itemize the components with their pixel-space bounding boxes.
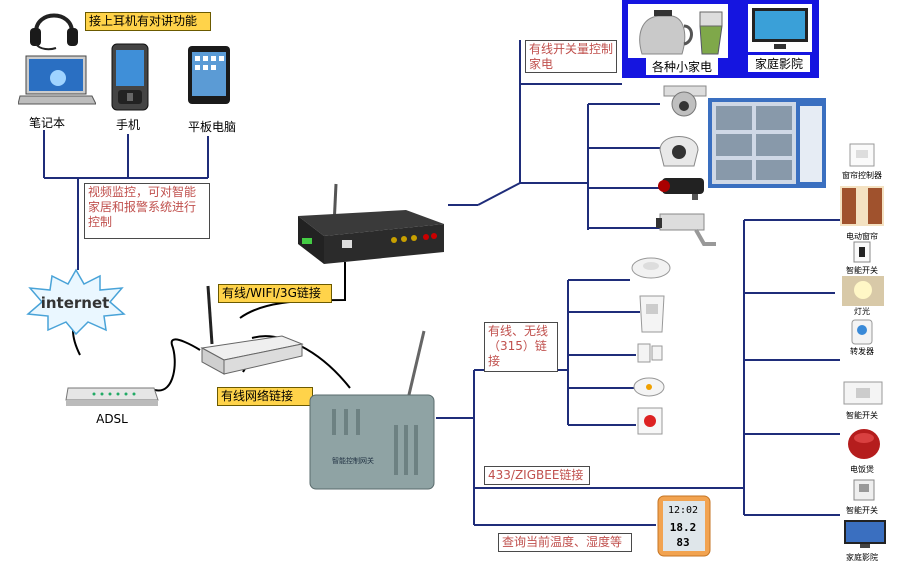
right-item-2: 智能开关: [846, 266, 878, 275]
right-item-6: 电饭煲: [850, 465, 874, 474]
headset-label: 接上耳机有对讲功能: [85, 12, 211, 31]
box-camera-icon: [656, 213, 716, 246]
dome-camera-icon: [663, 85, 707, 117]
smart-switch-3-icon: [853, 479, 875, 501]
thermo-time: 12:02: [667, 505, 699, 516]
home-theater-label: 家庭影院: [748, 55, 810, 72]
smart-switch-icon: [853, 241, 871, 263]
internet-cloud-icon: [26, 268, 126, 336]
gas-detector-icon: [633, 377, 665, 397]
video-controller-icon: [298, 183, 444, 264]
tablet-icon: [188, 46, 230, 104]
emergency-button-icon: [637, 407, 663, 435]
repeater-icon: [851, 319, 873, 345]
adsl-label: ADSL: [96, 412, 128, 426]
phone-label: 手机: [115, 118, 140, 132]
video-label: 视频监控，可对智能家居和报警系统进行控制: [84, 183, 210, 239]
right-item-8: 家庭影院: [846, 553, 878, 562]
right-item-4: 转发器: [850, 347, 874, 356]
monitor-screen-icon: [708, 98, 826, 188]
curtain-controller-icon: [849, 143, 875, 167]
bullet-camera-icon: [658, 178, 704, 200]
adsl-modem-icon: [65, 387, 159, 406]
gateway-text: 智能控制网关: [332, 457, 374, 465]
zigbee-link-label: 433/ZIGBEE链接: [484, 466, 590, 485]
internet-label: internet: [40, 294, 110, 312]
appliance-control-label: 有线开关量控制家电: [525, 40, 617, 73]
electric-curtain-icon: [840, 186, 884, 226]
wireless-link-label: 有线、无线（315）链接: [484, 322, 558, 372]
thermo-hygrometer-icon: [657, 495, 711, 557]
wifi-link-label: 有线/WIFI/3G链接: [218, 284, 332, 303]
home-theater-tv-icon: [748, 4, 812, 52]
small-appliance-label: 各种小家电: [646, 58, 718, 75]
tablet-label: 平板电脑: [187, 120, 236, 134]
smart-switch-2-icon: [843, 381, 883, 405]
thermo-humidity: 83: [676, 536, 690, 549]
right-item-1: 电动窗帘: [846, 232, 878, 241]
smart-gateway-icon: [309, 330, 435, 490]
pir-sensor-icon: [639, 295, 665, 333]
laptop-icon: [18, 55, 96, 105]
right-item-5: 智能开关: [846, 411, 878, 420]
rice-cooker-icon: [848, 429, 880, 459]
kettle-icon: [628, 4, 728, 58]
thermo-temperature: 18.2: [669, 521, 697, 534]
temperature-query-label: 查询当前温度、湿度等: [498, 533, 632, 552]
door-sensor-icon: [637, 343, 663, 363]
wired-network-label: 有线网络链接: [217, 387, 313, 406]
right-item-7: 智能开关: [846, 506, 878, 515]
laptop-label: 笔记本: [28, 116, 65, 130]
light-icon: [842, 276, 884, 306]
home-theater-small-icon: [844, 520, 886, 548]
wifi-router-icon: [200, 285, 304, 375]
right-item-0: 窗帘控制器: [842, 171, 882, 180]
right-item-3: 灯光: [854, 307, 870, 316]
phone-icon: [111, 43, 149, 111]
smoke-detector-icon: [631, 257, 671, 279]
headset-icon: [30, 13, 78, 51]
speed-dome-camera-icon: [659, 136, 699, 167]
